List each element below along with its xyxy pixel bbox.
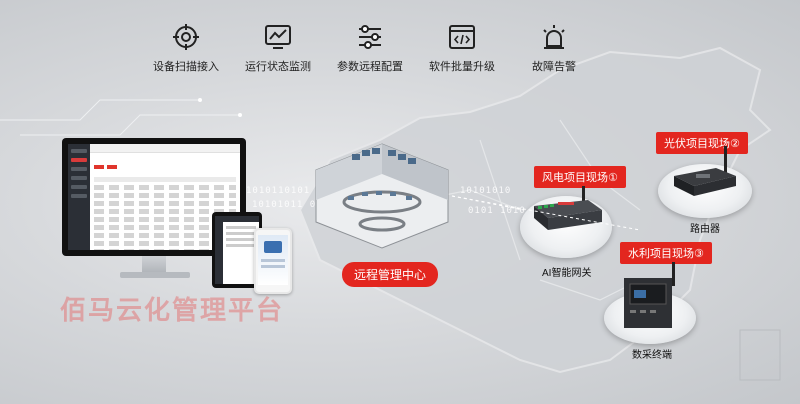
monitor-base [120, 272, 190, 278]
monitor-stand [142, 256, 166, 274]
feature-label: 参数远程配置 [337, 61, 403, 73]
device-label-terminal: 数采终端 [632, 350, 672, 361]
line-chart-monitor-icon [265, 25, 291, 49]
scan-target-icon [173, 24, 199, 50]
circuit-lines-decoration [0, 98, 242, 136]
feature-batch-upgrade: 软件批量升级 [416, 22, 508, 82]
ai-gateway-device [534, 186, 602, 230]
feature-fault-alarm: 故障告警 [508, 22, 600, 82]
device-label-router: 路由器 [690, 224, 720, 235]
device-label-gateway: AI智能网关 [542, 268, 592, 279]
binary-stream: 10101010 [460, 186, 512, 196]
phone-screen [258, 235, 288, 285]
alarm-light-icon [543, 25, 565, 49]
tablet-screen [215, 216, 259, 284]
router-device [674, 146, 736, 196]
platform-title: 佰马云化管理平台 [60, 295, 285, 325]
dashboard-topbar [90, 144, 240, 153]
site-badge-wind: 风电项目现场① [534, 166, 626, 188]
binary-stream: 10101011 01 [252, 200, 323, 210]
feature-device-scan: 设备扫描接入 [140, 22, 232, 82]
feature-remote-config: 参数远程配置 [324, 22, 416, 82]
platform-dashboard-screen [68, 144, 240, 250]
binary-stream: 0101 1010 [468, 206, 526, 216]
code-window-icon [449, 25, 475, 49]
binary-stream: 1010110101 [246, 186, 311, 196]
tablet-device [212, 212, 262, 288]
data-terminal-device [624, 262, 675, 328]
feature-label: 故障告警 [532, 61, 576, 73]
dashboard-table [94, 156, 236, 250]
feature-label: 软件批量升级 [429, 61, 495, 73]
remote-center-label: 远程管理中心 [342, 262, 439, 287]
smartphone-device [254, 228, 292, 294]
dashboard-sidebar [68, 144, 90, 250]
feature-status-monitor: 运行状态监测 [232, 22, 324, 82]
control-room-illustration [315, 143, 449, 249]
feature-label: 设备扫描接入 [153, 61, 219, 73]
feature-bar: 设备扫描接入 运行状态监测 参数远程配置 [140, 22, 600, 82]
desktop-monitor [62, 138, 246, 256]
site-badge-water: 水利项目现场③ [620, 242, 712, 264]
feature-label: 运行状态监测 [245, 61, 311, 73]
sliders-icon [359, 25, 381, 49]
